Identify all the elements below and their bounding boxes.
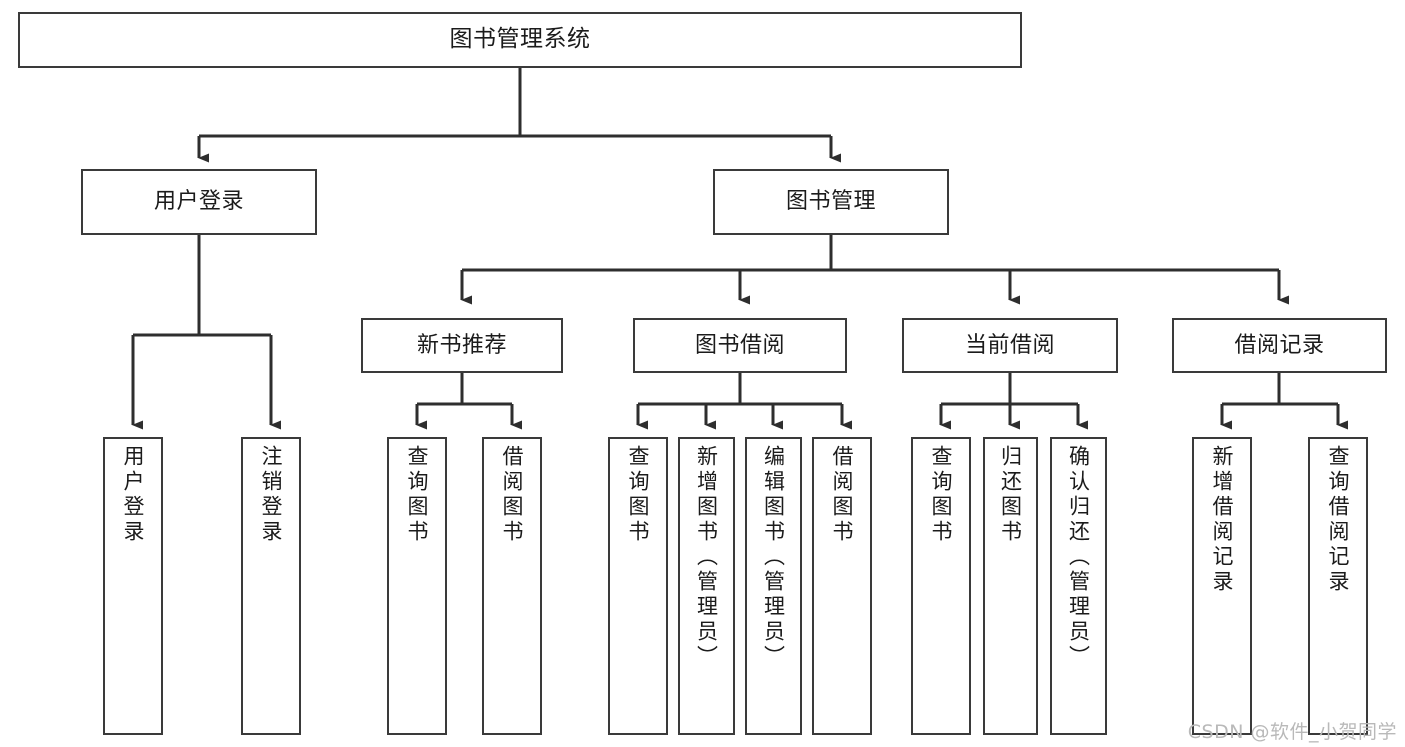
leaf-borrow-record-add-record[interactable]: 新增借阅记录: [1192, 437, 1252, 735]
node-label: 注销登录: [259, 445, 284, 545]
leaf-current-borrow-return-book[interactable]: 归还图书: [983, 437, 1038, 735]
node-label: 新增图书（管理员）: [694, 445, 719, 670]
leaf-book-borrow-edit-book-admin[interactable]: 编辑图书（管理员）: [745, 437, 802, 735]
node-label: 用户登录: [153, 189, 244, 215]
leaf-user-login-signout[interactable]: 注销登录: [241, 437, 301, 735]
leaf-current-borrow-query-book[interactable]: 查询图书: [911, 437, 971, 735]
node-label: 查询图书: [626, 445, 651, 545]
node-borrow-record[interactable]: 借阅记录: [1172, 318, 1387, 373]
leaf-new-book-query-book[interactable]: 查询图书: [387, 437, 447, 735]
node-label: 当前借阅: [964, 332, 1055, 358]
leaf-current-borrow-confirm-return-admin[interactable]: 确认归还（管理员）: [1050, 437, 1107, 735]
node-label: 编辑图书（管理员）: [761, 445, 786, 670]
watermark-text: CSDN @软件_小贺同学: [1187, 721, 1397, 743]
node-user-login[interactable]: 用户登录: [81, 169, 317, 235]
node-label: 查询图书: [405, 445, 430, 545]
node-label: 确认归还（管理员）: [1066, 445, 1091, 670]
leaf-new-book-borrow-book[interactable]: 借阅图书: [482, 437, 542, 735]
node-label: 用户登录: [121, 445, 146, 545]
node-current-borrow[interactable]: 当前借阅: [902, 318, 1118, 373]
node-label: 新书推荐: [416, 332, 507, 358]
node-new-book-recommend[interactable]: 新书推荐: [361, 318, 563, 373]
leaf-book-borrow-add-book-admin[interactable]: 新增图书（管理员）: [678, 437, 735, 735]
node-label: 图书管理系统: [449, 26, 591, 53]
node-label: 借阅图书: [500, 445, 525, 545]
node-label: 归还图书: [998, 445, 1023, 545]
node-book-management[interactable]: 图书管理: [713, 169, 949, 235]
node-label: 新增借阅记录: [1210, 445, 1235, 595]
leaf-borrow-record-query-record[interactable]: 查询借阅记录: [1308, 437, 1368, 735]
node-label: 借阅记录: [1234, 332, 1325, 358]
leaf-user-login-signin[interactable]: 用户登录: [103, 437, 163, 735]
leaf-book-borrow-borrow-book[interactable]: 借阅图书: [812, 437, 872, 735]
leaf-book-borrow-query-book[interactable]: 查询图书: [608, 437, 668, 735]
node-book-borrow[interactable]: 图书借阅: [633, 318, 847, 373]
node-root-book-management-system[interactable]: 图书管理系统: [18, 12, 1022, 68]
node-label: 图书管理: [785, 189, 876, 215]
node-label: 借阅图书: [830, 445, 855, 545]
node-label: 查询借阅记录: [1326, 445, 1351, 595]
node-label: 查询图书: [929, 445, 954, 545]
node-label: 图书借阅: [694, 332, 785, 358]
